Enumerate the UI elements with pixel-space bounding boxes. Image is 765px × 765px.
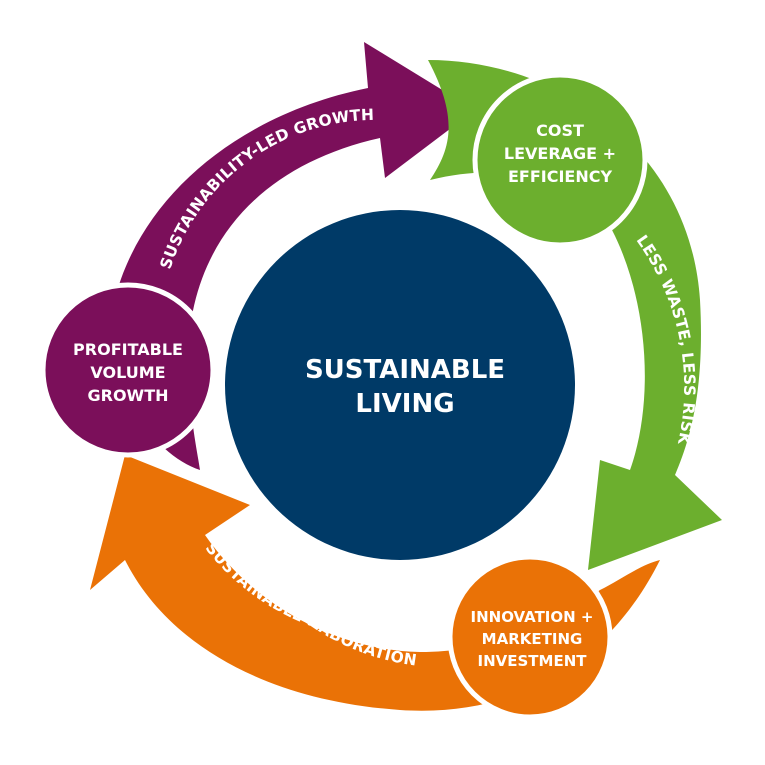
arrow-sustainability-led-growth [107, 42, 475, 470]
node-cost-line3: EFFICIENCY [508, 167, 613, 186]
arrow-less-waste-less-risk [428, 60, 722, 570]
node-cost-line2: LEVERAGE + [504, 144, 616, 163]
node-profitable-volume-growth [40, 282, 216, 458]
node-profitable-line1: PROFITABLE [73, 340, 183, 359]
node-innovation-marketing-investment [447, 554, 613, 720]
node-innovation-line1: INNOVATION + [471, 608, 594, 626]
node-innovation-line2: MARKETING [482, 630, 583, 648]
center-title-line1: SUSTAINABLE [305, 355, 505, 385]
node-innovation-line3: INVESTMENT [478, 652, 588, 670]
center-circle [225, 210, 575, 560]
node-cost-line1: COST [536, 121, 584, 140]
node-profitable-line3: GROWTH [87, 386, 168, 405]
center-title-line2: LIVING [355, 389, 454, 419]
node-profitable-line2: VOLUME [90, 363, 165, 382]
node-cost-leverage-efficiency [472, 72, 648, 248]
